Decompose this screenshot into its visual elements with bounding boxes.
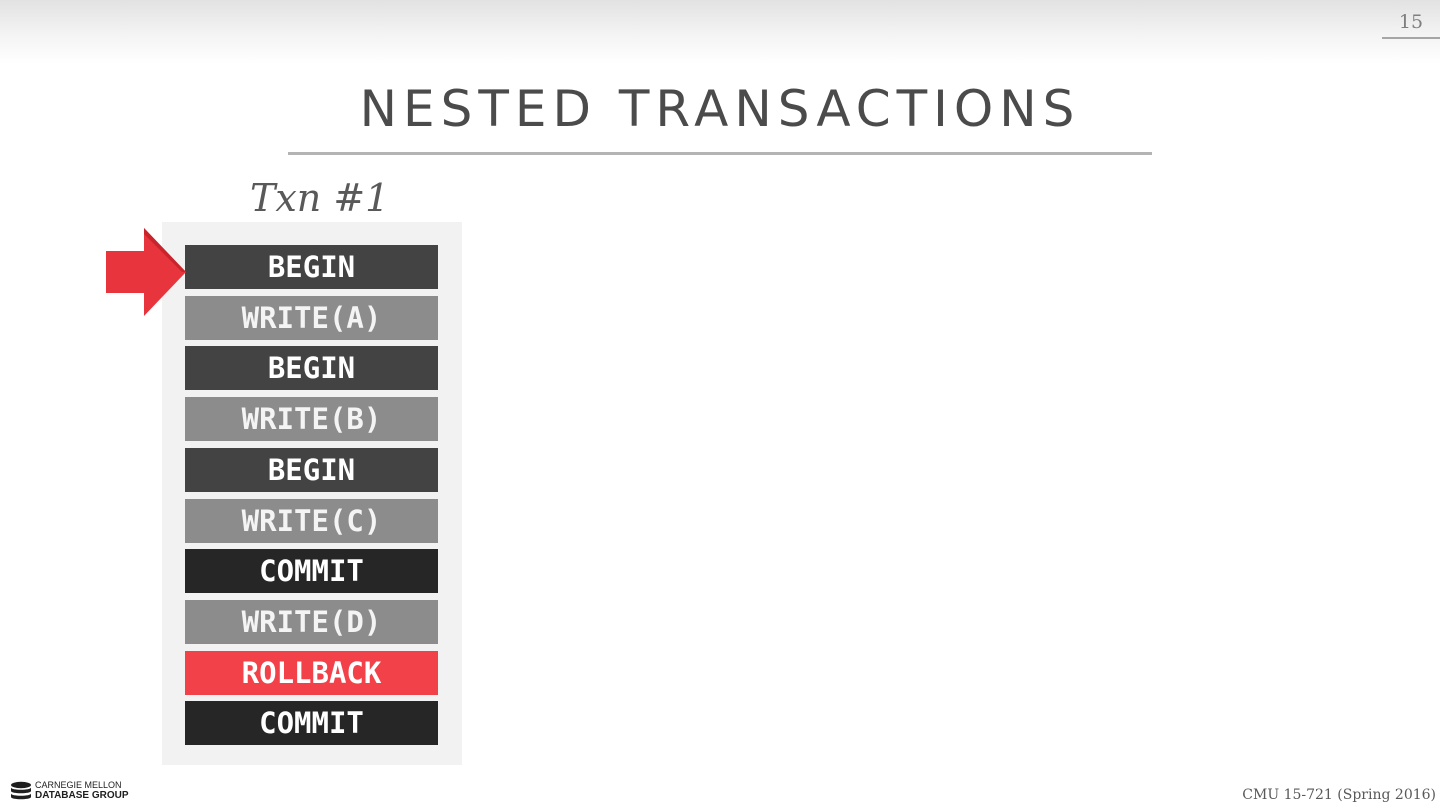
title-divider [288,152,1152,155]
operation-begin: BEGIN [185,346,438,390]
slide-number: 15 [1398,11,1424,33]
database-icon [11,781,31,800]
slide-title: NESTED TRANSACTIONS [359,80,1081,138]
course-footer: CMU 15-721 (Spring 2016) [1242,787,1436,803]
cmu-db-logo: CARNEGIE MELLON DATABASE GROUP [10,779,140,805]
operation-write-d: WRITE(D) [185,600,438,644]
operation-begin: BEGIN [185,245,438,289]
slide-number-rule [1382,37,1440,39]
operation-rollback: ROLLBACK [185,651,438,695]
operation-commit: COMMIT [185,701,438,745]
logo-line-1: CARNEGIE MELLON [35,780,122,790]
slide-header-band [0,0,1440,64]
operation-write-a: WRITE(A) [185,296,438,340]
arrow-right-icon [106,228,186,316]
operation-begin: BEGIN [185,448,438,492]
txn-label: Txn #1 [250,176,390,220]
logo-line-2: DATABASE GROUP [35,790,129,801]
operation-write-b: WRITE(B) [185,397,438,441]
operation-commit: COMMIT [185,549,438,593]
operation-write-c: WRITE(C) [185,499,438,543]
